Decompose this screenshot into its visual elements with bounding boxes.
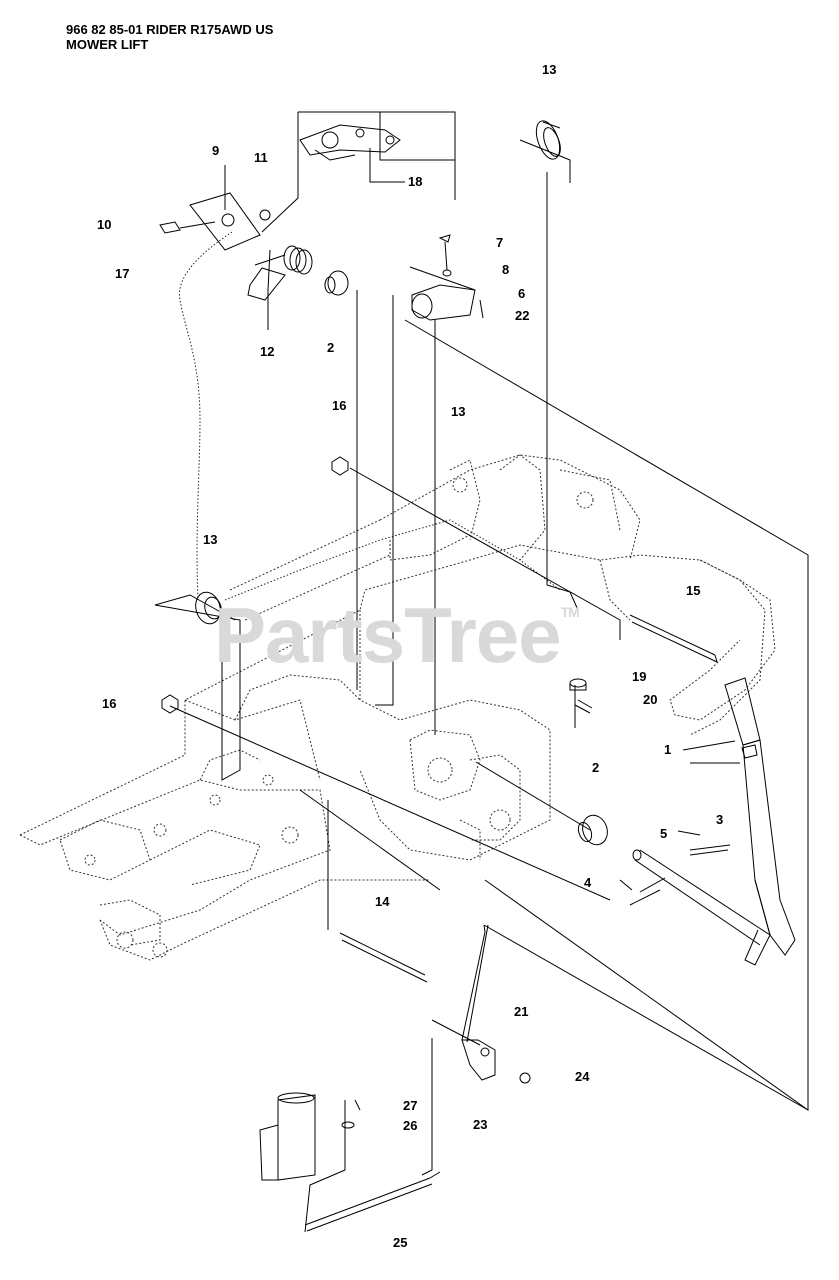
callout-25: 25 bbox=[393, 1235, 408, 1250]
callout-26: 26 bbox=[403, 1118, 418, 1133]
callout-6: 6 bbox=[518, 286, 526, 301]
callout-21: 21 bbox=[514, 1004, 529, 1019]
bushing-lower bbox=[577, 814, 608, 846]
callout-4: 4 bbox=[584, 875, 592, 890]
main-shaft bbox=[619, 844, 771, 946]
callout-27: 27 bbox=[403, 1098, 418, 1113]
callout-11: 11 bbox=[254, 150, 268, 165]
lower-assembly bbox=[259, 1092, 361, 1181]
callout-13-middle: 13 bbox=[451, 404, 466, 419]
section-title: MOWER LIFT bbox=[66, 37, 149, 52]
bracket-9 bbox=[159, 192, 271, 251]
watermark-text: PartsTree bbox=[214, 591, 562, 679]
callout-2-upper: 2 bbox=[327, 340, 335, 355]
callout-10: 10 bbox=[97, 217, 112, 232]
lever-handle bbox=[724, 677, 796, 966]
leader-lines bbox=[154, 111, 809, 1233]
pulley-top bbox=[535, 120, 561, 160]
bolt-bracket bbox=[411, 234, 484, 321]
callout-16-lower: 16 bbox=[102, 696, 117, 711]
callout-22: 22 bbox=[515, 308, 530, 323]
parts-tree-watermark: PartsTreeTM bbox=[214, 590, 580, 681]
collar-19 bbox=[569, 678, 593, 714]
pulley-lower bbox=[154, 591, 236, 625]
rod-15 bbox=[629, 614, 718, 663]
callout-18: 18 bbox=[408, 174, 423, 189]
callout-2-lower: 2 bbox=[592, 760, 600, 775]
callout-16-upper: 16 bbox=[332, 398, 347, 413]
callout-7: 7 bbox=[496, 235, 504, 250]
callout-5: 5 bbox=[660, 826, 668, 841]
link-assembly bbox=[299, 124, 401, 161]
rod-14 bbox=[339, 932, 428, 983]
nut-16-lower bbox=[161, 694, 179, 714]
callout-13: 13 bbox=[542, 62, 557, 77]
spring-12 bbox=[247, 245, 313, 301]
callout-20: 20 bbox=[643, 692, 658, 707]
nut-24 bbox=[519, 1072, 531, 1084]
bushing-upper bbox=[324, 270, 349, 296]
chassis-frame bbox=[19, 454, 776, 961]
linkage-21 bbox=[461, 924, 809, 1111]
callout-9: 9 bbox=[212, 143, 220, 158]
callout-23: 23 bbox=[473, 1117, 488, 1132]
watermark-trademark: TM bbox=[560, 604, 580, 620]
nut-16-upper bbox=[331, 456, 349, 476]
callout-1: 1 bbox=[664, 742, 672, 757]
callout-13-lower: 13 bbox=[203, 532, 218, 547]
rod-25 bbox=[304, 1171, 441, 1232]
callout-19: 19 bbox=[632, 669, 647, 684]
callout-15: 15 bbox=[686, 583, 701, 598]
callout-3: 3 bbox=[716, 812, 724, 827]
callout-14: 14 bbox=[375, 894, 390, 909]
callout-8: 8 bbox=[502, 262, 510, 277]
model-line: 966 82 85-01 RIDER R175AWD US bbox=[66, 22, 274, 37]
callout-24: 24 bbox=[575, 1069, 590, 1084]
lift-cable bbox=[179, 231, 561, 601]
diagram-header: 966 82 85-01 RIDER R175AWD US MOWER LIFT bbox=[66, 22, 273, 52]
callout-17: 17 bbox=[115, 266, 130, 281]
callout-12: 12 bbox=[260, 344, 275, 359]
